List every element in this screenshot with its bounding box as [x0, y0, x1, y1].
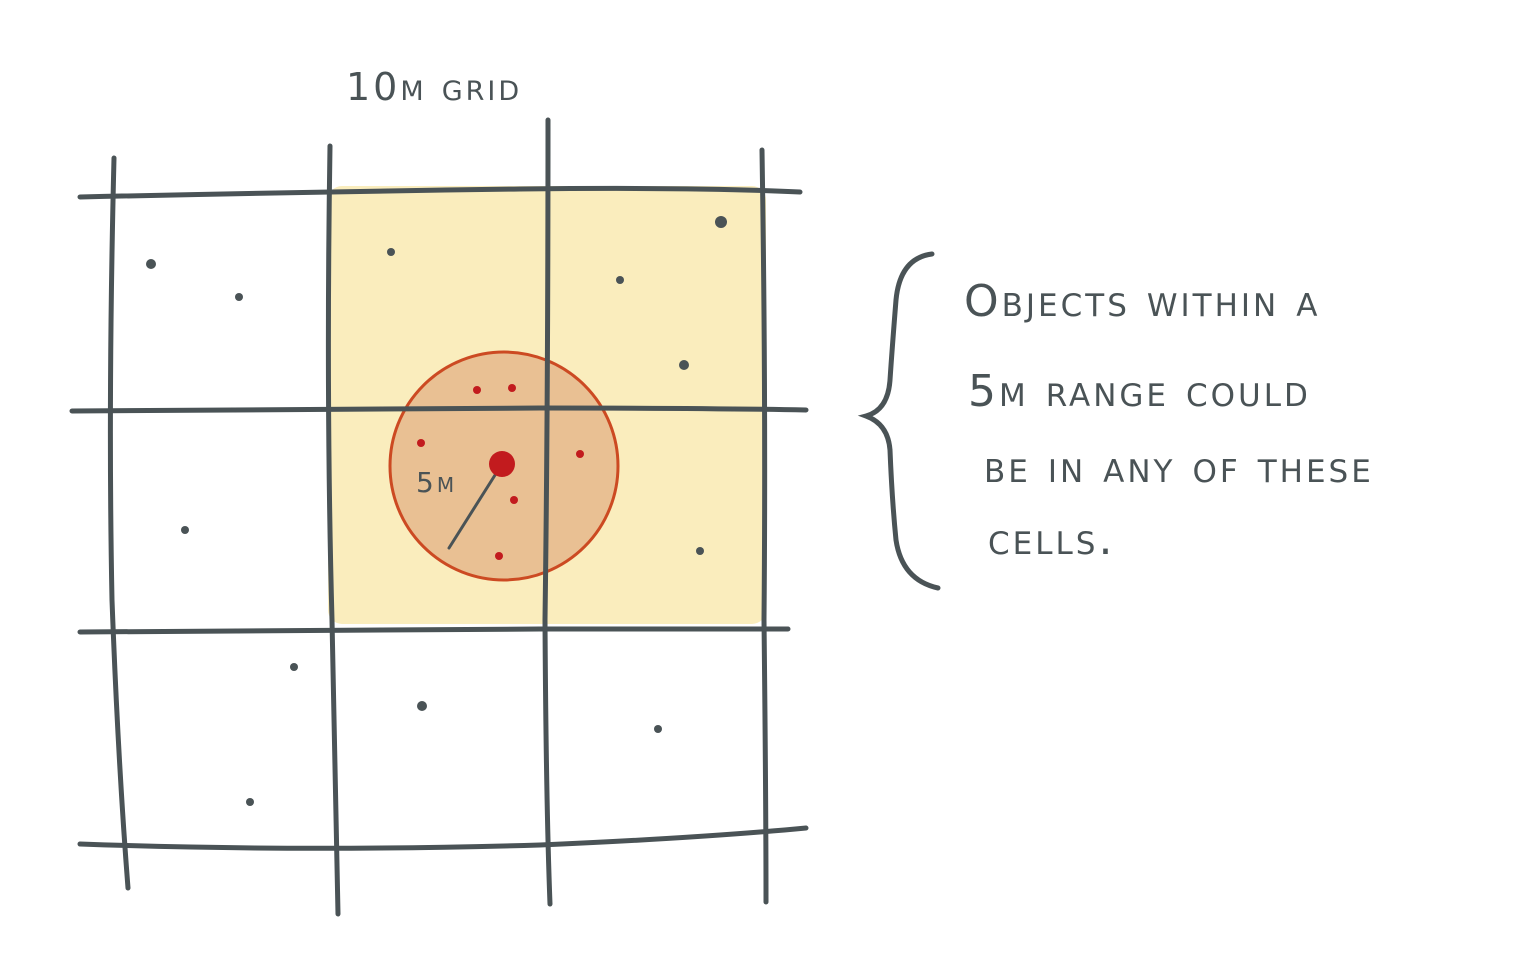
annotation-line-1: Objects within a: [964, 276, 1320, 327]
grid-line-v2: [325, 143, 341, 917]
object-dot: [235, 293, 243, 301]
object-dot: [417, 701, 427, 711]
object-dots: [146, 216, 727, 806]
object-dot: [146, 259, 156, 269]
curly-brace: [857, 251, 941, 591]
object-dot: [387, 248, 395, 256]
object-dot: [715, 216, 727, 228]
center-point: [489, 451, 515, 477]
object-dot: [696, 547, 704, 555]
grid-line-v3: [542, 117, 553, 907]
in-range-dot: [495, 552, 503, 560]
grid-lines: [69, 117, 809, 917]
object-dot: [290, 663, 298, 671]
in-range-dot: [473, 386, 481, 394]
in-range-dots: [417, 384, 584, 560]
grid-title: 10m grid: [346, 65, 522, 109]
in-range-dot: [510, 496, 518, 504]
object-dot: [654, 725, 662, 733]
grid-line-h4: [77, 825, 809, 851]
object-dot: [246, 798, 254, 806]
grid-line-v4: [759, 147, 769, 905]
annotation-line-2: 5m range could: [968, 366, 1311, 417]
object-dot: [181, 526, 189, 534]
in-range-dot: [576, 450, 584, 458]
annotation-line-3: be in any of these: [984, 442, 1374, 493]
grid-line-h1: [77, 185, 803, 200]
grid-line-v1: [107, 155, 131, 891]
grid-line-h2: [69, 405, 809, 414]
in-range-dot: [417, 439, 425, 447]
annotation: Objects within a 5m range could be in an…: [964, 276, 1374, 565]
object-dot: [679, 360, 689, 370]
radius-line: [447, 462, 504, 550]
grid-line-h3: [77, 626, 791, 635]
in-range-dot: [508, 384, 516, 392]
object-dot: [616, 276, 624, 284]
radius-label: 5m: [416, 466, 457, 499]
annotation-line-4: cells.: [988, 514, 1115, 565]
